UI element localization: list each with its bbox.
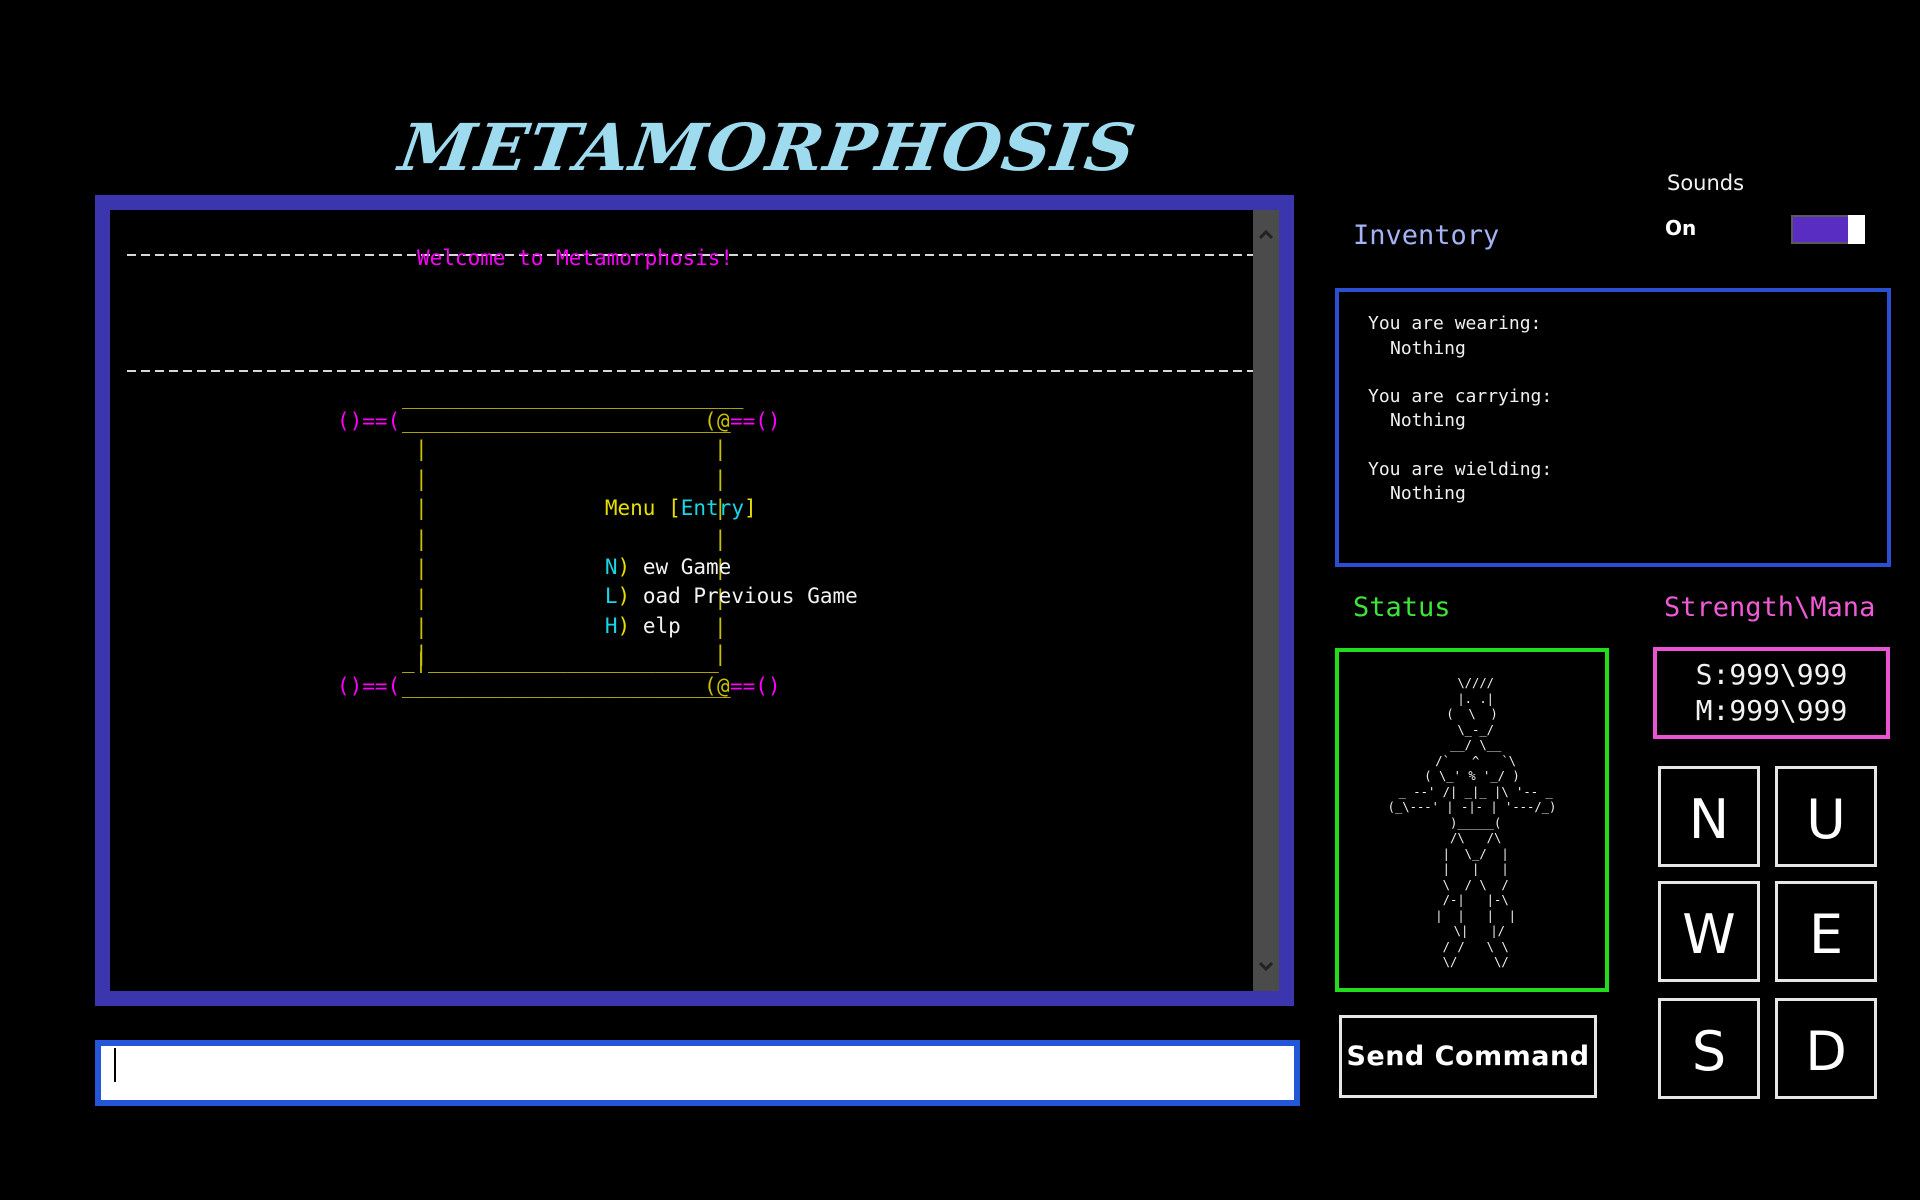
sounds-toggle[interactable] (1791, 215, 1865, 244)
strength-value: S:999\999 (1695, 658, 1848, 691)
direction-north-button[interactable]: N (1658, 766, 1760, 867)
divider-top (127, 254, 1257, 256)
inventory-wearing-value: Nothing (1390, 338, 1466, 359)
direction-west-button[interactable]: W (1658, 881, 1760, 982)
scroll-side-bar: | (714, 496, 727, 520)
chevron-up-icon[interactable] (1259, 228, 1273, 242)
rod-right-cap: ==() (730, 409, 781, 433)
inventory-wielding-heading: You are wielding: (1368, 459, 1553, 480)
menu-label: elp (642, 614, 681, 638)
bracket-open: [ (668, 496, 681, 520)
scroll-side-bar: | (714, 586, 727, 610)
inventory-panel: You are wearing: Nothing You are carryin… (1335, 288, 1891, 567)
game-output-area: Welcome to Metamorphosis! ______________… (110, 210, 1269, 991)
scroll-top-edge: ___________________________ (402, 385, 744, 409)
inventory-heading: Inventory (1353, 220, 1500, 251)
scroll-bottom-lead: _| (402, 649, 428, 673)
scroll-side-bar: | (415, 437, 428, 461)
inventory-wielding-value: Nothing (1390, 483, 1466, 504)
scroll-side-bar: | (714, 642, 727, 666)
menu-key: H (604, 614, 618, 638)
scroll-side-bar: | (714, 527, 727, 551)
scroll-side-bar: | (415, 467, 428, 491)
scroll-side-bar: | (415, 527, 428, 551)
game-output-frame: Welcome to Metamorphosis! ______________… (95, 195, 1294, 1006)
scroll-side-bar: | (415, 556, 428, 580)
sounds-state: On (1665, 216, 1697, 240)
menu-label: ew Game (642, 555, 732, 579)
scroll-side-bar: | (415, 496, 428, 520)
rod-right-open: ( (704, 674, 717, 698)
rod-bar: __________________________ (402, 674, 731, 698)
strength-mana-panel: S:999\999 M:999\999 (1653, 647, 1890, 739)
rod-left-cap: ()==( (337, 674, 401, 698)
inventory-carrying-heading: You are carrying: (1368, 386, 1553, 407)
menu-heading: Menu [Entry] (529, 466, 757, 550)
status-panel: \//// |. .| ( \ ) \_-_/ __/ \__ /` ^ `\ … (1335, 648, 1609, 992)
rod-right-open: ( (704, 409, 717, 433)
rod-bar: __________________________ (402, 409, 731, 433)
menu-paren: ) (617, 614, 631, 638)
command-input[interactable] (95, 1040, 1300, 1106)
scroll-side-bar: | (714, 556, 727, 580)
inventory-carrying-value: Nothing (1390, 410, 1466, 431)
sounds-label: Sounds (1667, 171, 1745, 195)
menu-item-help[interactable]: H) elp (529, 584, 681, 668)
scroll-side-bar: | (714, 615, 727, 639)
rod-right-cap: ==() (730, 674, 781, 698)
game-title-logo: METAMORPHOSIS (394, 110, 1141, 186)
bracket-close: ] (743, 496, 757, 520)
menu-title: Menu (604, 496, 656, 520)
menu-key: L (604, 584, 618, 608)
inventory-wearing-heading: You are wearing: (1368, 313, 1542, 334)
direction-east-button[interactable]: E (1775, 881, 1877, 982)
character-ascii-art: \//// |. .| ( \ ) \_-_/ __/ \__ /` ^ `\ … (1387, 676, 1557, 969)
menu-item-load-game[interactable]: L) oad Previous Game (529, 554, 858, 638)
scroll-side-bar: | (415, 586, 428, 610)
menu-key: N (604, 555, 618, 579)
rod-right-at: @ (717, 674, 730, 698)
divider-bottom (127, 370, 1257, 372)
menu-item-new-game[interactable]: N) ew Game (529, 525, 731, 609)
scroll-side-bar: | (415, 615, 428, 639)
scroll-side-bar: | (714, 437, 727, 461)
output-scrollbar[interactable] (1253, 210, 1279, 991)
direction-up-button[interactable]: U (1775, 766, 1877, 867)
scroll-side-bar: | (714, 467, 727, 491)
menu-label: oad Previous Game (642, 584, 858, 608)
direction-south-button[interactable]: S (1658, 998, 1760, 1099)
strength-mana-heading: Strength\Mana (1664, 592, 1876, 623)
chevron-down-icon[interactable] (1259, 959, 1273, 973)
menu-entry: Entry (680, 496, 744, 520)
menu-paren: ) (617, 584, 631, 608)
rod-left-cap: ()==( (337, 409, 401, 433)
status-heading: Status (1353, 592, 1451, 623)
toggle-knob[interactable] (1848, 215, 1865, 244)
scroll-side-bar: | (415, 642, 428, 666)
text-caret (114, 1048, 116, 1082)
welcome-message: Welcome to Metamorphosis! (417, 246, 734, 270)
mana-value: M:999\999 (1695, 694, 1848, 727)
rod-right-at: @ (717, 409, 730, 433)
scroll-bottom-edge: _______________________ (428, 649, 719, 673)
send-command-button[interactable]: Send Command (1339, 1015, 1597, 1098)
menu-paren: ) (617, 555, 631, 579)
direction-down-button[interactable]: D (1775, 998, 1877, 1099)
